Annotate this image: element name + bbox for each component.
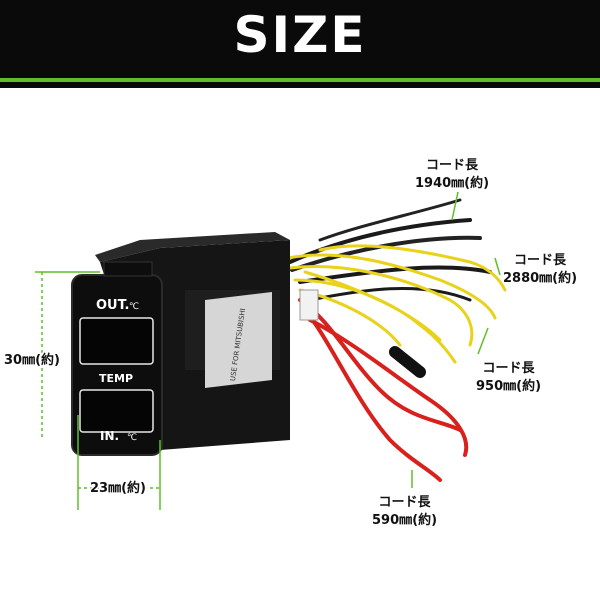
fuse-holder xyxy=(389,346,426,378)
width-label: 23㎜(約) xyxy=(90,480,146,498)
banner-title: SIZE xyxy=(233,6,367,64)
switch-clip xyxy=(103,261,153,277)
cord-length: 950㎜(約) xyxy=(476,379,542,394)
cord-title: コード長 xyxy=(482,361,535,376)
in-label: IN. xyxy=(100,429,119,443)
out-display-window xyxy=(79,317,154,365)
cord-title: コード長 xyxy=(426,158,479,173)
cord-length: 1940㎜(約) xyxy=(415,176,490,191)
height-label: 30㎜(約) xyxy=(4,352,60,370)
side-label-sticker xyxy=(205,292,272,388)
cord-title: コード長 xyxy=(378,495,431,510)
in-display-window xyxy=(79,389,154,433)
wire-connector xyxy=(299,289,319,321)
banner-accent-line xyxy=(0,78,600,82)
cord-label-2: コード長 2880㎜(約) xyxy=(503,252,577,288)
width-guide xyxy=(77,415,161,510)
cord-label-3: コード長 950㎜(約) xyxy=(476,360,541,396)
out-label: OUT. xyxy=(96,298,129,313)
title-banner: SIZE xyxy=(0,0,600,88)
cord-leader-lines xyxy=(411,191,501,488)
out-unit: ℃ xyxy=(129,302,139,312)
cord-length: 590㎜(約) xyxy=(372,513,438,528)
yellow-wires xyxy=(286,244,507,364)
switch-top xyxy=(95,232,290,262)
product-illustration: USE FOR MITSUBISHI OUT. ℃ TEMP IN. ℃ xyxy=(35,191,507,510)
cord-title: コード長 xyxy=(514,253,567,268)
width-value: 23㎜(約) xyxy=(90,481,146,496)
in-unit: ℃ xyxy=(127,433,137,443)
cord-label-4: コード長 590㎜(約) xyxy=(372,494,437,530)
height-guide xyxy=(35,271,100,440)
cord-length: 2880㎜(約) xyxy=(503,271,578,286)
red-wires xyxy=(298,298,469,482)
height-value: 30㎜(約) xyxy=(4,353,60,368)
temp-label: TEMP xyxy=(99,372,133,385)
cord-label-1: コード長 1940㎜(約) xyxy=(415,157,489,193)
